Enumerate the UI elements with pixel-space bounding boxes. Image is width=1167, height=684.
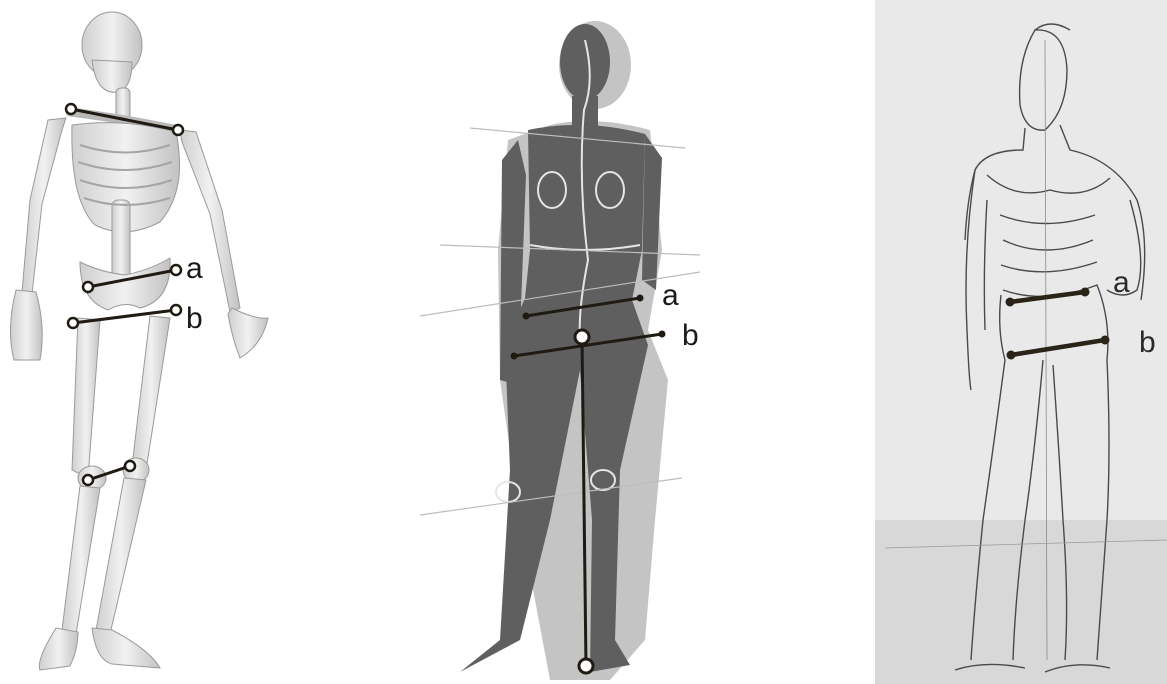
jaw [92,60,132,92]
left-tibia [96,478,146,634]
sketch-figure: a b [875,0,1167,684]
lumbar-spine [112,200,130,278]
skeleton-panel: a b [0,0,300,684]
label-a: a [1113,266,1130,299]
right-arm [22,118,66,294]
label-b: b [682,319,699,352]
right-femur [72,318,100,478]
sketch-panel: a b [875,0,1167,684]
left-hand [228,308,268,358]
right-hand [10,290,42,360]
left-femur [132,316,170,470]
label-a: a [662,279,679,312]
label-a: a [186,252,203,285]
left-foot [92,628,160,668]
silhouette-panel: a b [400,0,720,684]
silhouette-figure: a b [400,0,720,684]
right-foot [39,628,78,670]
sketch-ground-shading [875,520,1167,684]
label-b: b [1139,326,1156,359]
right-tibia [62,486,100,634]
skeleton-figure: a b [0,0,300,684]
label-b: b [186,302,203,335]
